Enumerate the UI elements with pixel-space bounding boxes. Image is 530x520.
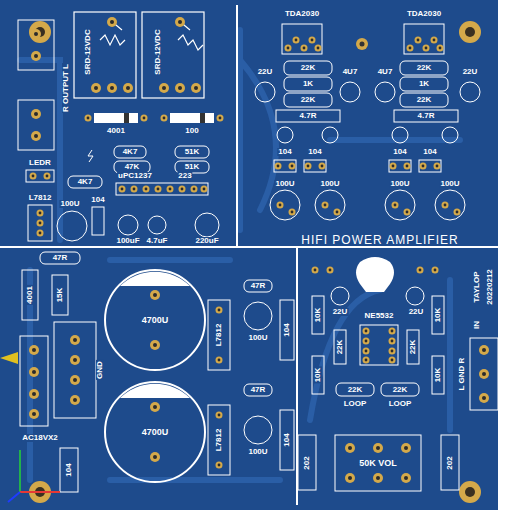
- silkscreen-label: 10K: [434, 307, 442, 324]
- silkscreen-label: 1K: [418, 80, 430, 88]
- silkscreen-label: 220uF: [194, 237, 219, 245]
- silkscreen-label: TAYLOP: [473, 270, 481, 303]
- silkscreen-label: 104: [283, 322, 291, 337]
- silkscreen-label: LOOP: [388, 400, 413, 408]
- silkscreen-label: 22K: [416, 96, 433, 104]
- silkscreen-label: 4U7: [342, 68, 359, 76]
- silkscreen-label: 47R: [52, 254, 69, 262]
- amp-capacitors: [255, 61, 480, 220]
- silkscreen-label: 4700U: [141, 316, 170, 325]
- silkscreen-label: 100U: [247, 334, 268, 342]
- silkscreen-label: LOOP: [343, 400, 368, 408]
- silkscreen-label: NE5532: [364, 312, 395, 320]
- board-title: HIFI POWER AMPLIFIER: [300, 234, 459, 246]
- tda2030-ics: [282, 24, 444, 54]
- silkscreen-label: L7812: [215, 323, 223, 348]
- silkscreen-label: 22K: [409, 339, 417, 356]
- silkscreen-label: 104: [307, 148, 322, 156]
- silkscreen-label: 4.7R: [417, 112, 436, 120]
- output-terminal: [18, 20, 54, 150]
- silkscreen-label: 100U: [274, 180, 295, 188]
- silkscreen-label: L GND R: [458, 357, 466, 392]
- silkscreen-label: 104: [90, 196, 105, 204]
- silkscreen-label: TDA2030: [406, 10, 442, 18]
- mounting-holes: [29, 21, 481, 503]
- relays: [74, 12, 204, 98]
- silkscreen-label: TDA2030: [284, 10, 320, 18]
- silkscreen-label: 22U: [257, 68, 274, 76]
- silkscreen-label: 202: [303, 455, 311, 470]
- silkscreen-label: 223: [177, 172, 192, 180]
- relay-pins: [91, 17, 201, 93]
- silkscreen-label: GND: [96, 360, 104, 380]
- silkscreen-label: 104: [392, 148, 407, 156]
- silkscreen-label: 22K: [416, 64, 433, 72]
- silkscreen-label: 47R: [250, 386, 267, 394]
- silkscreen-label: 22K: [336, 339, 344, 356]
- silkscreen-label: SRD-12VDC: [154, 28, 162, 75]
- silkscreen-label: 4001: [106, 127, 126, 135]
- silkscreen-label: 4.7R: [299, 112, 318, 120]
- silkscreen-label: 100U: [439, 180, 460, 188]
- silkscreen-label: 4.7uF: [146, 237, 169, 245]
- silkscreen-label: LEDR: [28, 159, 52, 167]
- silkscreen-label: 4001: [26, 285, 34, 305]
- silkscreen-label: R OUTPUT L: [62, 63, 70, 113]
- silkscreen-label: 20220212: [486, 268, 494, 306]
- ic-upc1237: [116, 183, 208, 195]
- silkscreen-label: 104: [422, 148, 437, 156]
- silkscreen-label: 10K: [434, 367, 442, 384]
- axis-gizmo: [0, 352, 60, 502]
- resistor-outlines: [68, 146, 209, 188]
- silkscreen-label: 4K7: [77, 178, 94, 186]
- silkscreen-label: AC18VX2: [21, 434, 59, 442]
- silkscreen-label: 50K VOL: [358, 459, 398, 468]
- diodes: [85, 113, 224, 123]
- silkscreen-label: 100uF: [115, 237, 140, 245]
- silkscreen-label: 22U: [332, 308, 349, 316]
- silkscreen-label: 4700U: [141, 428, 170, 437]
- silkscreen-label: 51K: [184, 163, 201, 171]
- silkscreen-label: 202: [446, 455, 454, 470]
- silkscreen-label: 100: [184, 127, 199, 135]
- silkscreen-label: 100U: [319, 180, 340, 188]
- silkscreen-label: IN: [473, 320, 481, 330]
- section-dividers: [0, 5, 498, 505]
- silkscreen-label: 22K: [300, 96, 317, 104]
- silkscreen-label: 104: [65, 462, 73, 477]
- regulator-top: [28, 205, 52, 241]
- silkscreen-label: 22U: [462, 68, 479, 76]
- silkscreen-label: 51K: [184, 148, 201, 156]
- board: [0, 0, 498, 510]
- silkscreen-label: 10K: [314, 307, 322, 324]
- silkscreen-label: 100U: [389, 180, 410, 188]
- silkscreen-label: 4K7: [122, 148, 139, 156]
- silkscreen-label: 22K: [300, 64, 317, 72]
- capacitors-top-left: [57, 207, 219, 241]
- silkscreen-label: SRD-12VDC: [84, 28, 92, 75]
- silkscreen-label: L7812: [215, 428, 223, 453]
- silkscreen-label: 100U: [247, 448, 268, 456]
- silkscreen-label: 104: [283, 432, 291, 447]
- silkscreen-label: 15K: [56, 287, 64, 304]
- silkscreen-label: uPC1237: [117, 172, 153, 180]
- silkscreen-label: 47K: [124, 163, 141, 171]
- silkscreen-label: 22K: [347, 386, 364, 394]
- silkscreen-label: 104: [277, 148, 292, 156]
- amp-pads: [275, 163, 461, 216]
- silkscreen-label: L7812: [28, 194, 53, 202]
- silkscreen-label: 1K: [302, 80, 314, 88]
- preamp-section: [298, 257, 498, 491]
- silkscreen-label: 4U7: [377, 68, 394, 76]
- silkscreen-label: 22K: [392, 386, 409, 394]
- silkscreen-label: 10K: [314, 367, 322, 384]
- silkscreen-label: 100U: [59, 200, 80, 208]
- power-section: [20, 252, 294, 492]
- silkscreen-label: 47R: [250, 282, 267, 290]
- silkscreen-label: 22U: [408, 308, 425, 316]
